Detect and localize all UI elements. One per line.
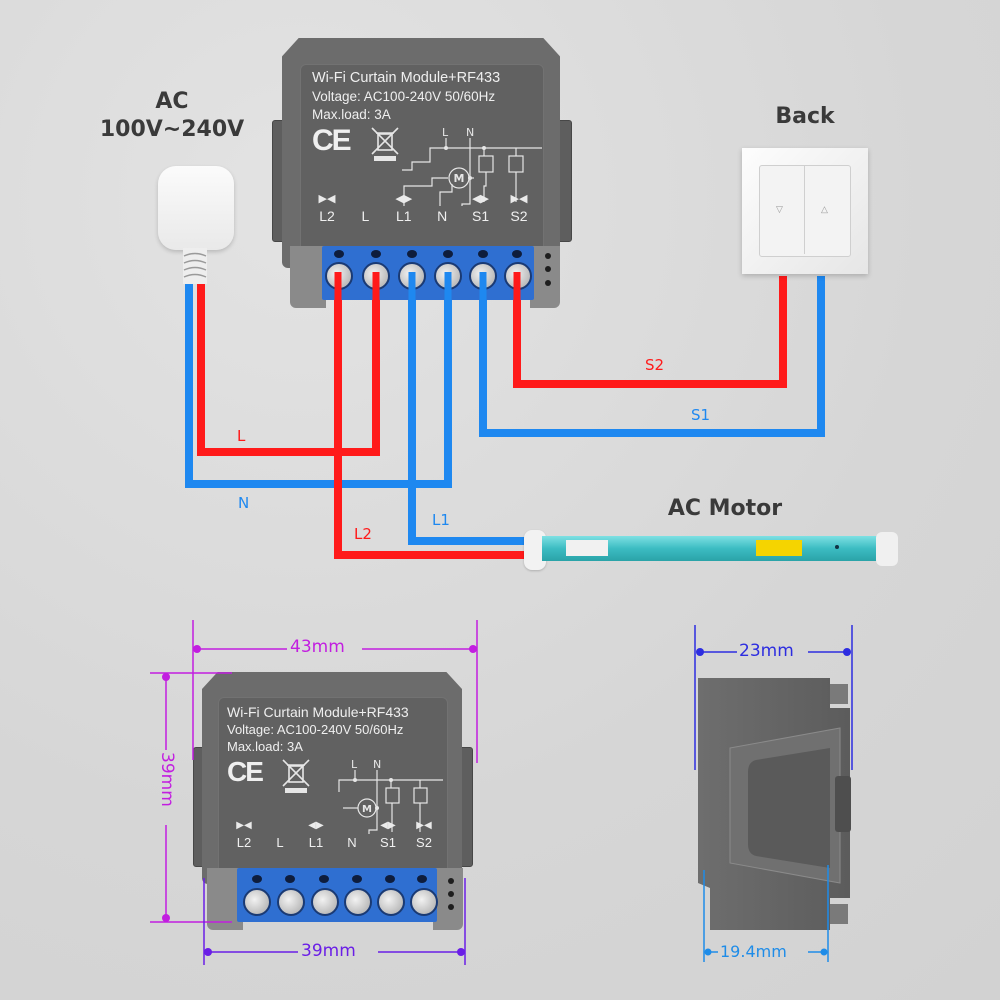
diamond-split-icon: ◀▶ bbox=[472, 193, 490, 205]
motor-symbol-icon: M bbox=[454, 172, 465, 185]
bowtie-icon: ▶◀ bbox=[318, 193, 336, 205]
wire-S1 bbox=[479, 275, 825, 437]
terminal-screw bbox=[311, 888, 339, 916]
wire-terminal-stubs bbox=[334, 272, 521, 300]
terminal-symbol-row: ▶◀ ◀▶ ◀▶ ▶◀ bbox=[229, 820, 439, 836]
schematic-label-N: N bbox=[466, 126, 474, 139]
module-max-load: Max.load: 3A bbox=[312, 107, 391, 122]
motor-spec-sticker bbox=[566, 540, 608, 556]
terminal-label: L1 bbox=[395, 208, 412, 224]
terminal-block bbox=[322, 246, 534, 300]
dim-label-19-4mm: 19.4mm bbox=[720, 942, 787, 961]
terminal-label: L2 bbox=[319, 208, 335, 224]
wiring-schematic: M L N bbox=[402, 126, 542, 206]
terminal-label-row: L2 L L1 N S1 S2 bbox=[229, 835, 439, 853]
switch-up-button[interactable]: △ bbox=[805, 166, 849, 254]
motor-warning-sticker bbox=[756, 540, 802, 556]
power-source-voltage: 100V~240V bbox=[99, 117, 245, 142]
terminal-label: N bbox=[437, 208, 448, 224]
switch-rocker-plate: ▽ △ bbox=[759, 165, 851, 257]
schematic-label-N: N bbox=[373, 758, 381, 771]
wire-S2 bbox=[513, 275, 787, 388]
terminal-label: S2 bbox=[510, 208, 528, 224]
module-max-load: Max.load: 3A bbox=[227, 739, 303, 754]
motor-hole bbox=[835, 545, 839, 549]
ac-plug bbox=[158, 166, 234, 250]
dim-label-39mm-width: 39mm bbox=[301, 941, 356, 961]
terminal-screw bbox=[410, 888, 438, 916]
curtain-module-side-view bbox=[698, 678, 851, 930]
module-name: Wi-Fi Curtain Module+RF433 bbox=[227, 704, 409, 720]
terminal-label: S2 bbox=[416, 835, 432, 850]
module-label-panel bbox=[218, 697, 448, 874]
terminal-label-row: L2 L L1 N S1 S2 bbox=[312, 208, 534, 226]
ce-mark-icon: CE bbox=[227, 756, 264, 787]
terminal-label: N bbox=[347, 835, 357, 850]
wire-label-L2: L2 bbox=[354, 525, 372, 543]
dim-line-43mm bbox=[192, 620, 478, 763]
module-voltage: Voltage: AC100-240V 50/60Hz bbox=[227, 722, 404, 737]
wire-N bbox=[185, 275, 452, 488]
curtain-module-top: Wi-Fi Curtain Module+RF433 Voltage: AC10… bbox=[272, 38, 572, 308]
wire-label-N: N bbox=[238, 494, 250, 512]
dim-line-39mm-height bbox=[150, 672, 232, 923]
dim-line-23mm bbox=[694, 625, 853, 770]
bowtie-icon: ▶◀ bbox=[416, 820, 432, 831]
terminal-label: L bbox=[276, 835, 284, 850]
wire-label-L1: L1 bbox=[432, 511, 450, 529]
terminal-label: S1 bbox=[472, 208, 490, 224]
wiring-schematic: M L N bbox=[338, 758, 443, 834]
motor-end-cap-right bbox=[876, 532, 898, 566]
module-voltage: Voltage: AC100-240V 50/60Hz bbox=[312, 89, 496, 104]
terminal-label: L1 bbox=[308, 835, 324, 850]
ce-mark-icon: CE bbox=[312, 124, 352, 157]
terminal-screw bbox=[377, 888, 405, 916]
terminal-label: S1 bbox=[380, 835, 396, 850]
module-label-panel bbox=[300, 64, 544, 254]
motor-symbol-icon: M bbox=[362, 804, 372, 815]
curtain-up-icon: △ bbox=[821, 204, 828, 214]
terminal-screw bbox=[277, 888, 305, 916]
terminal-label: L2 bbox=[236, 835, 252, 850]
dimension-lines bbox=[150, 620, 853, 965]
dim-label-43mm: 43mm bbox=[290, 637, 345, 657]
dim-label-23mm: 23mm bbox=[739, 641, 794, 661]
schematic-label-L: L bbox=[351, 758, 358, 771]
wire-L2 bbox=[334, 275, 530, 559]
bowtie-icon: ▶◀ bbox=[236, 820, 252, 831]
curtain-down-icon: ▽ bbox=[776, 204, 783, 214]
diamond-split-icon: ◀▶ bbox=[395, 193, 413, 205]
switch-down-button[interactable]: ▽ bbox=[760, 166, 805, 254]
terminal-screw bbox=[344, 888, 372, 916]
terminal-symbol-row: ▶◀ ◀▶ ◀▶ ▶◀ bbox=[312, 192, 534, 210]
wire-label-L: L bbox=[237, 427, 246, 445]
terminal-label: L bbox=[361, 208, 370, 224]
terminal-housing-left bbox=[290, 246, 326, 308]
diamond-split-icon: ◀▶ bbox=[380, 820, 396, 831]
diamond-split-icon: ◀▶ bbox=[308, 820, 324, 831]
wall-switch[interactable]: ▽ △ bbox=[742, 148, 868, 274]
weee-bin-icon bbox=[371, 127, 399, 161]
wire-L bbox=[197, 275, 380, 456]
motor-title: AC Motor bbox=[667, 496, 783, 521]
curtain-module-front-view: Wi-Fi Curtain Module+RF433 Voltage: AC10… bbox=[193, 672, 473, 932]
motor-end-cap-left bbox=[524, 530, 546, 570]
dim-line-39mm-width bbox=[203, 878, 466, 965]
wire-L1 bbox=[408, 275, 530, 545]
weee-bin-icon bbox=[282, 759, 310, 793]
bowtie-icon: ▶◀ bbox=[510, 193, 528, 205]
module-name: Wi-Fi Curtain Module+RF433 bbox=[312, 70, 501, 86]
power-source-type: AC bbox=[155, 89, 189, 114]
terminal-screw bbox=[243, 888, 271, 916]
power-source-label: AC 100V~240V bbox=[92, 88, 252, 144]
ac-tubular-motor bbox=[524, 530, 898, 570]
wire-label-S2: S2 bbox=[645, 356, 665, 374]
dim-label-39mm-height: 39mm bbox=[157, 752, 177, 807]
schematic-label-L: L bbox=[442, 126, 449, 139]
plug-cable-strain-relief bbox=[183, 248, 207, 284]
wire-label-S1: S1 bbox=[691, 406, 711, 424]
switch-title: Back bbox=[775, 104, 835, 129]
